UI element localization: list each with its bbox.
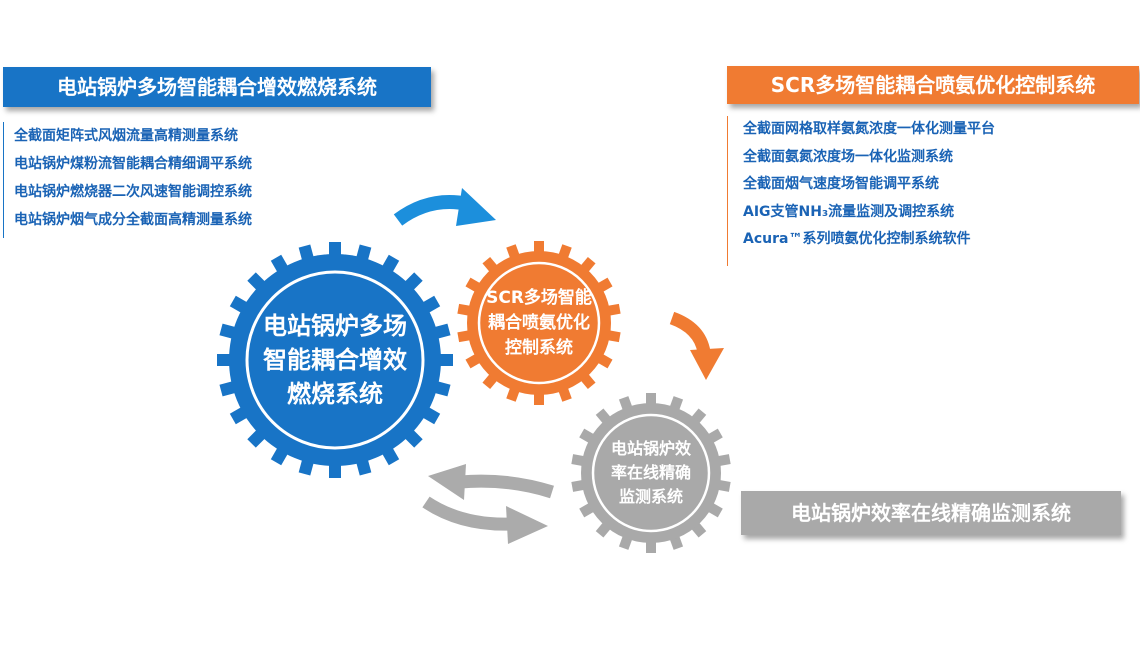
combustion-system-banner: 电站锅炉多场智能耦合增效燃烧系统 bbox=[3, 67, 431, 107]
blue-arrow-icon bbox=[393, 188, 496, 226]
scr-subsystem-list: 全截面网格取样氨氮浓度一体化测量平台 全截面氨氮浓度场一体化监测系统 全截面烟气… bbox=[727, 116, 995, 266]
gear-label-line: 燃烧系统 bbox=[287, 380, 383, 408]
gear-label-line: SCR多场智能 bbox=[486, 287, 592, 308]
list-item: Acura™系列喷氨优化控制系统软件 bbox=[743, 231, 971, 247]
gear-label-line: 率在线精确 bbox=[610, 463, 691, 482]
efficiency-gear: 电站锅炉效 率在线精确 监测系统 bbox=[566, 388, 736, 558]
gear-label: 电站锅炉多场 智能耦合增效 燃烧系统 bbox=[205, 230, 465, 490]
gray-arrow-right-icon bbox=[422, 496, 548, 544]
gear-inner-ring bbox=[591, 413, 711, 533]
gray-gear-icon bbox=[571, 393, 731, 553]
gear-inner-ring bbox=[477, 261, 601, 385]
gear-label-line: 电站锅炉多场 bbox=[263, 312, 407, 340]
scr-system-banner: SCR多场智能耦合喷氨优化控制系统 bbox=[727, 66, 1139, 104]
list-item: 电站锅炉烟气成分全截面高精测量系统 bbox=[14, 212, 252, 228]
combustion-gear: 电站锅炉多场 智能耦合增效 燃烧系统 bbox=[205, 230, 465, 490]
list-item: 全截面烟气速度场智能调平系统 bbox=[743, 176, 939, 192]
gear-label-line: 电站锅炉效 bbox=[610, 439, 691, 458]
orange-arrow-icon bbox=[669, 311, 724, 380]
gear-label-line: 智能耦合增效 bbox=[263, 346, 407, 374]
list-item: 电站锅炉煤粉流智能耦合精细调平系统 bbox=[14, 156, 252, 172]
blue-gear-icon bbox=[217, 242, 453, 478]
list-item: AIG支管NH₃流量监测及调控系统 bbox=[743, 203, 955, 220]
list-item: 全截面矩阵式风烟流量高精测量系统 bbox=[14, 128, 238, 144]
gear-label-line: 监测系统 bbox=[618, 487, 683, 506]
gear-label: SCR多场智能 耦合喷氨优化 控制系统 bbox=[452, 236, 626, 410]
scr-gear: SCR多场智能 耦合喷氨优化 控制系统 bbox=[452, 236, 626, 410]
gear-label-line: 控制系统 bbox=[505, 337, 573, 358]
list-item: 电站锅炉燃烧器二次风速智能调控系统 bbox=[14, 184, 252, 200]
gray-arrow-left-icon bbox=[428, 464, 554, 500]
list-item: 全截面网格取样氨氮浓度一体化测量平台 bbox=[743, 121, 995, 137]
gear-label-line: 耦合喷氨优化 bbox=[488, 312, 590, 333]
list-item: 全截面氨氮浓度场一体化监测系统 bbox=[743, 148, 953, 165]
gear-inner-ring bbox=[245, 270, 425, 450]
combustion-subsystem-list: 全截面矩阵式风烟流量高精测量系统 电站锅炉煤粉流智能耦合精细调平系统 电站锅炉燃… bbox=[3, 122, 252, 238]
efficiency-system-banner: 电站锅炉效率在线精确监测系统 bbox=[741, 491, 1121, 535]
gear-label: 电站锅炉效 率在线精确 监测系统 bbox=[566, 388, 736, 558]
orange-gear-icon bbox=[457, 241, 621, 405]
